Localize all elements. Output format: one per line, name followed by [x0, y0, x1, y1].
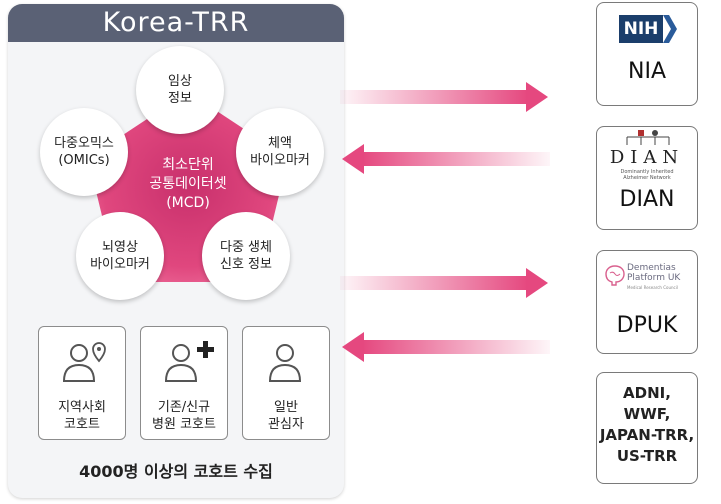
- arrow-right-2: [340, 268, 548, 298]
- chevron-right-icon: [663, 15, 677, 43]
- circle-clinical-info: 임상 정보: [136, 46, 224, 134]
- brain-icon: [605, 265, 625, 286]
- dian-pedigree-icon: [626, 130, 670, 145]
- cohort-label-general: 일반 관심자: [268, 400, 304, 432]
- cohort-box-community: 지역사회 코호트: [38, 326, 126, 440]
- partner-name-dpuk: DPUK: [616, 313, 678, 338]
- partner-others: ADNI, WWF, JAPAN-TRR, US-TRR: [596, 372, 698, 484]
- arrow-left-1: [342, 144, 550, 174]
- mcd-center-label: 최소단위 공통데이터셋 (MCD): [149, 157, 227, 211]
- user-icon: [268, 344, 302, 382]
- user-add-icon: [164, 341, 214, 382]
- partner-dian: DIAN Dominantly Inherited Alzheimer Netw…: [596, 126, 698, 230]
- panel-title: Korea-TRR: [8, 4, 344, 42]
- partner-nia: NIH NIA: [596, 2, 698, 106]
- arrow-right-1: [340, 82, 548, 112]
- circle-multi-biosignal: 다중 생체 신호 정보: [202, 212, 290, 300]
- cohort-box-hospital: 기존/신규 병원 코호트: [140, 326, 228, 440]
- cohort-box-general: 일반 관심자: [242, 326, 330, 440]
- partner-name-dian: DIAN: [619, 187, 675, 212]
- cohort-caption: 4000명 이상의 코호트 수집: [79, 462, 273, 481]
- circle-multi-omics: 다중오믹스 (OMICs): [40, 108, 128, 196]
- partner-dpuk: Dementias Platform UK Medical Research C…: [596, 250, 698, 354]
- partner-name-others: ADNI, WWF, JAPAN-TRR, US-TRR: [599, 384, 695, 465]
- arrow-left-2: [342, 332, 550, 362]
- dian-logo-word: DIAN: [609, 147, 685, 168]
- nih-logo: NIH: [619, 15, 663, 43]
- dpuk-logo-subtitle: Medical Research Council: [627, 285, 678, 290]
- circle-neuroimaging-biomarker: 뇌영상 바이오마커: [76, 212, 164, 300]
- dian-logo-subtitle: Dominantly Inherited Alzheimer Network: [620, 169, 674, 181]
- dpuk-logo-text: Dementias Platform UK: [627, 263, 681, 283]
- circle-fluid-biomarker: 체액 바이오마커: [236, 108, 324, 196]
- cohort-label-hospital: 기존/신규 병원 코호트: [152, 400, 216, 432]
- partner-name-nia: NIA: [628, 59, 666, 84]
- cohort-label-community: 지역사회 코호트: [58, 400, 106, 432]
- user-location-icon: [62, 342, 106, 382]
